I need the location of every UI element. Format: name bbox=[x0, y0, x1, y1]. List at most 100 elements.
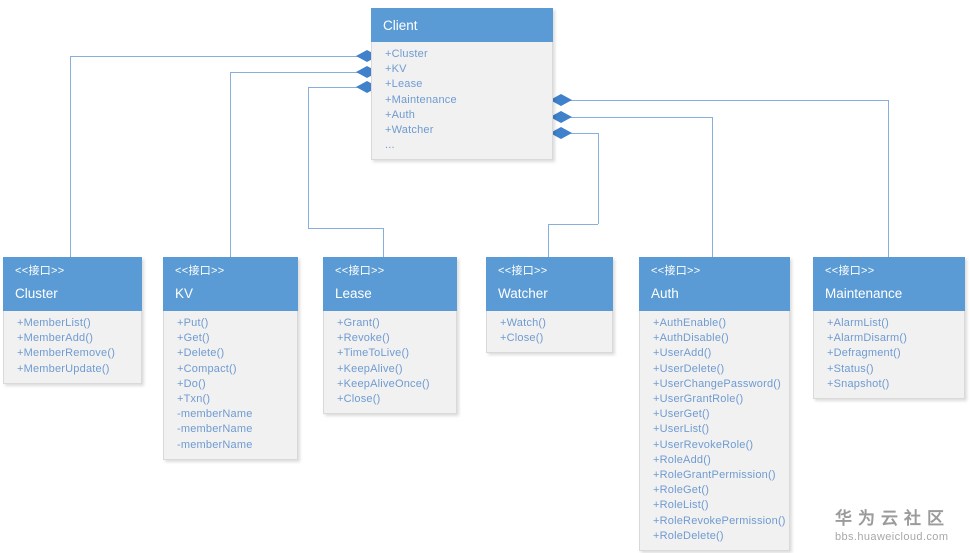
member-item: +MemberUpdate() bbox=[17, 362, 110, 375]
member-item: +Do() bbox=[177, 377, 206, 390]
interface-name-watcher: Watcher bbox=[498, 286, 548, 301]
class-header-client: Client bbox=[371, 8, 553, 42]
member-item: +KeepAlive() bbox=[337, 362, 403, 375]
class-box-client: Client +Cluster +KV +Lease +Maintenance +Aut… bbox=[371, 8, 553, 161]
connector-segment bbox=[70, 56, 71, 257]
interface-name-maintenance: Maintenance bbox=[825, 286, 903, 301]
interface-box-cluster: <<接口>>Cluster+MemberList()+MemberAdd()+M… bbox=[3, 257, 142, 384]
member-list-maintenance: +AlarmList() +AlarmDisarm() +Defragment() +… bbox=[813, 311, 965, 400]
connector-segment bbox=[548, 224, 598, 225]
stereotype-label: <<接口>> bbox=[651, 265, 701, 277]
member-item: +Txn() bbox=[177, 393, 211, 406]
interface-name-kv: KV bbox=[175, 286, 194, 301]
member-item: +TimeToLive() bbox=[337, 347, 410, 360]
member-item: +UserRevokeRole() bbox=[653, 438, 754, 451]
member-list-watcher: +Watch() +Close() bbox=[486, 311, 613, 354]
member-item: +Get() bbox=[177, 332, 210, 345]
member-item: +UserGet() bbox=[653, 408, 710, 421]
connector-segment bbox=[230, 72, 367, 73]
member-item: +Maintenance bbox=[385, 93, 457, 106]
interface-header-lease: <<接口>>Lease bbox=[323, 257, 457, 311]
interface-box-maintenance: <<接口>> Maintenance +AlarmList() +AlarmDisar… bbox=[813, 257, 965, 400]
class-title-client: Client bbox=[383, 18, 418, 33]
interface-header-watcher: <<接口>> Watcher bbox=[486, 257, 613, 311]
member-item: +AuthDisable() bbox=[653, 332, 729, 345]
member-item: +Auth bbox=[385, 108, 416, 121]
member-item: +RoleList() bbox=[653, 499, 709, 512]
member-item: +Snapshot() bbox=[827, 377, 890, 390]
member-item: +AuthEnable() bbox=[653, 317, 727, 329]
member-list-lease: +Grant() +Revoke() +TimeToLive() +KeepAlive… bbox=[323, 311, 457, 415]
connector-segment bbox=[598, 133, 599, 224]
member-item: +UserList() bbox=[653, 423, 710, 436]
stereotype-label: <<接口>> bbox=[175, 265, 225, 277]
member-item: +Compact() bbox=[177, 362, 237, 375]
member-item: +MemberList() bbox=[17, 317, 91, 329]
connector-segment bbox=[561, 117, 712, 118]
composition-diamond-watcher bbox=[550, 127, 572, 139]
member-item: -memberName bbox=[177, 438, 253, 451]
connector-segment bbox=[888, 100, 889, 258]
member-item: +RoleDelete() bbox=[653, 529, 724, 542]
member-item: +Lease bbox=[385, 78, 423, 91]
interface-name-cluster: Cluster bbox=[15, 286, 58, 301]
member-list-auth: +AuthEnable() +AuthDisable() +UserAdd() +Us… bbox=[639, 311, 790, 552]
member-item: +Watch() bbox=[500, 317, 547, 329]
member-item: +MemberAdd() bbox=[17, 332, 94, 345]
interface-name-auth: Auth bbox=[651, 286, 679, 301]
member-item: +UserChangePassword() bbox=[653, 377, 782, 390]
member-item: -memberName bbox=[177, 423, 253, 436]
member-item: +MemberRemove() bbox=[17, 347, 116, 360]
member-list-cluster: +MemberList() +MemberAdd() +MemberRemove()… bbox=[3, 311, 142, 384]
connector-segment bbox=[230, 72, 231, 257]
member-item: -memberName bbox=[177, 408, 253, 421]
connector-segment bbox=[561, 133, 598, 134]
interface-box-kv: <<接口>>KV+Put()+Get()+Delete()+Compact()+… bbox=[163, 257, 298, 460]
member-item: +Delete() bbox=[177, 347, 225, 360]
member-item: ... bbox=[385, 139, 395, 152]
interface-box-lease: <<接口>>Lease +Grant() +Revoke() +TimeToLive(… bbox=[323, 257, 457, 415]
member-item: +KV bbox=[385, 63, 407, 76]
interface-header-kv: <<接口>> KV bbox=[163, 257, 298, 311]
member-item: +RoleGet() bbox=[653, 484, 710, 497]
watermark: 华为云社区 bbs.huaweicloud.com bbox=[835, 509, 967, 544]
interface-header-cluster: <<接口>> Cluster bbox=[3, 257, 142, 311]
interface-header-maintenance: <<接口>> Maintenance bbox=[813, 257, 965, 311]
member-item: +Defragment() bbox=[827, 347, 901, 360]
member-item: +Revoke() bbox=[337, 332, 390, 345]
connector-segment bbox=[308, 87, 309, 228]
composition-diamond-auth bbox=[550, 111, 572, 123]
member-item: +Cluster bbox=[385, 48, 428, 60]
member-item: +Put() bbox=[177, 317, 209, 329]
connector-segment bbox=[712, 117, 713, 258]
stereotype-label: <<接口>> bbox=[15, 265, 65, 277]
member-item: +AlarmDisarm() bbox=[827, 332, 908, 345]
member-item: +UserGrantRole() bbox=[653, 393, 744, 406]
member-item: +RoleAdd() bbox=[653, 453, 711, 466]
connector-segment bbox=[383, 228, 384, 257]
member-item: +Watcher bbox=[385, 124, 434, 137]
watermark-url: bbs.huaweicloud.com bbox=[835, 531, 949, 543]
client-attribute-list: +Cluster +KV +Lease +Maintenance +Auth +Watch… bbox=[371, 42, 553, 161]
member-item: +Close() bbox=[500, 332, 544, 345]
stereotype-label: <<接口>> bbox=[825, 265, 875, 277]
interface-name-lease: Lease bbox=[335, 286, 372, 301]
connector-segment bbox=[548, 224, 549, 258]
interface-box-watcher: <<接口>> Watcher +Watch() +Close() bbox=[486, 257, 613, 354]
member-item: +KeepAliveOnce() bbox=[337, 377, 430, 390]
connector-segment bbox=[561, 100, 888, 101]
member-item: +Status() bbox=[827, 362, 874, 375]
composition-diamond-maintenance bbox=[550, 94, 572, 106]
stereotype-label: <<接口>> bbox=[498, 265, 548, 277]
interface-header-auth: <<接口>> Auth bbox=[639, 257, 790, 311]
member-item: +AlarmList() bbox=[827, 317, 889, 329]
watermark-title: 华为云社区 bbox=[835, 509, 950, 528]
member-item: +UserAdd() bbox=[653, 347, 712, 360]
connector-segment bbox=[70, 56, 367, 57]
connector-segment bbox=[308, 228, 383, 229]
member-item: +Grant() bbox=[337, 317, 380, 329]
member-item: +UserDelete() bbox=[653, 362, 725, 375]
member-list-kv: +Put() +Get() +Delete() +Compact() +Do() +Txn… bbox=[163, 311, 298, 460]
connector-segment bbox=[308, 87, 367, 88]
